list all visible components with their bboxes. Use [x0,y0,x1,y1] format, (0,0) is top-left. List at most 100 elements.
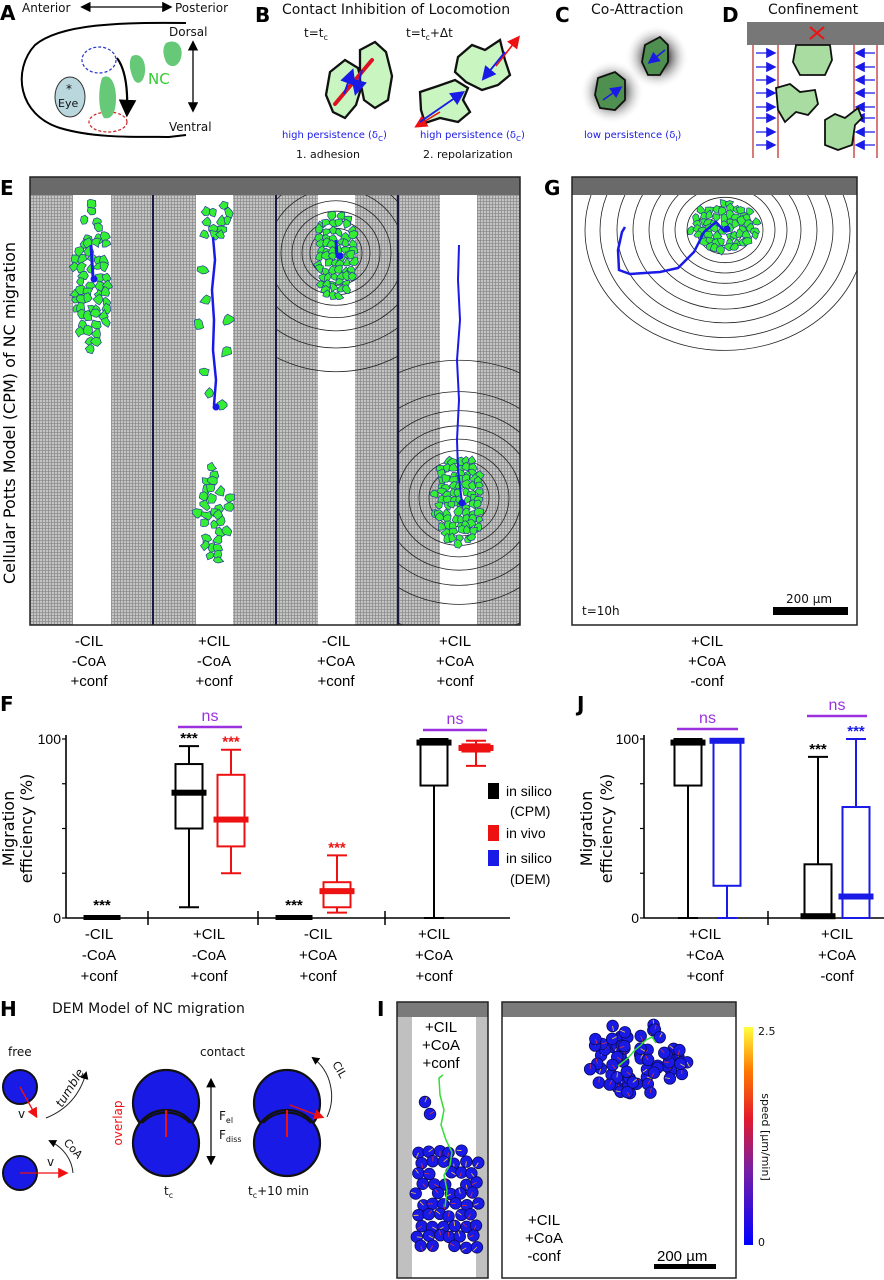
cpm-cell [90,319,102,330]
dem-cell [448,1219,461,1233]
cpm-cell [466,533,476,542]
migration-arrow [116,57,137,118]
iqr-box [803,863,833,919]
category-label: +CIL [418,926,450,943]
cpm-cell [705,209,714,220]
category-label: +CIL [821,926,853,943]
cpm-cell [334,218,343,228]
dem-cell [592,1076,606,1089]
dem-cell [453,1230,466,1243]
cpm-cell [475,481,484,489]
nc-label: NC [148,70,170,88]
cpm-cell [200,518,210,528]
median-line [275,915,313,920]
legend-label: in silico [506,783,552,799]
dem-cell [644,1086,657,1099]
panel-label-a: A [0,1,16,25]
cpm-cell [453,539,463,549]
cpm-cell [473,499,482,509]
dem-cell [418,1095,432,1109]
category-label: -conf [820,968,854,985]
significance-stars: *** [93,897,111,914]
cpm-cell [348,271,357,282]
cell [358,40,394,110]
colorbar-min-label: 0 [758,1236,765,1249]
dem-cell [467,1229,480,1242]
panel-i: I +CIL +CoA +conf +CIL +CoA -conf 200 µm… [377,997,776,1279]
condition-label: -CoA [72,653,106,670]
cpm-cell [742,237,753,246]
panel-g-frame [571,176,858,626]
cpm-cell [223,501,235,512]
center-of-mass-marker [336,252,344,260]
category-label: -CIL [304,926,332,943]
category-label: +CoA [818,947,856,964]
contour-line [674,195,776,274]
dem-cell [422,1208,435,1221]
cpm-cell [82,309,92,322]
cpm-cell [209,229,220,241]
cpm-cell [200,539,210,552]
contour-line [280,200,392,306]
significance-stars: *** [809,741,827,758]
high-persistence-label: high persistence (δC) [282,130,387,143]
cpm-cell [343,218,351,229]
dem-cell [634,1042,647,1055]
speed-colorbar [744,1027,753,1245]
cpm-cell [712,213,721,222]
condition-label: +CoA [688,653,726,670]
cpm-cell [348,230,359,240]
anterior-label: Anterior [22,1,71,15]
dem-cell [412,1146,425,1160]
cpm-cell [321,218,331,227]
cpm-cell [200,510,212,521]
comparison-label: ns [829,697,846,714]
contour-line [662,195,788,284]
condition-label: +CoA [422,1037,460,1054]
elastic-force-label: Fel [219,1109,233,1125]
dem-cell [634,1029,647,1043]
cpm-cell [341,284,351,294]
condition-label: +CIL [691,633,723,650]
category-label: +conf [686,968,724,985]
panel-g: G t=10h 200 µm +CIL +CoA -conf [544,176,858,690]
center-of-mass-trajectory [210,236,218,406]
dem-cell [472,1156,485,1169]
dem-cell [460,1241,473,1255]
cpm-cell [214,484,226,497]
eye-label: Eye [58,97,78,110]
cpm-cell [348,256,359,266]
contour-line [599,195,851,338]
condition-label: -CIL [322,633,350,650]
cpm-cell [86,206,97,216]
cpm-cell [223,215,232,226]
panel-d: D Confinement [722,2,884,158]
cpm-cell [101,286,110,297]
cpm-cell [435,512,446,522]
condition-label: +CoA [317,653,355,670]
cpm-cell [201,216,212,227]
confinement-title: Confinement [768,2,859,18]
scale-bar-label: 200 µm [786,592,832,606]
category-label: +CIL [689,926,721,943]
cpm-cell [466,518,477,529]
repolarization-arrow [495,35,520,67]
cpm-axis-label: Cellular Potts Model (CPM) of NC migrati… [0,242,19,584]
free-label: free [8,1045,32,1059]
box-plot [83,915,121,920]
time-tc-label: t=tc [304,26,328,42]
cpm-cell [448,532,458,542]
dem-cell [426,1239,439,1252]
dem-cell [412,1208,425,1222]
legend-swatch [488,783,499,799]
cpm-cell [327,210,337,221]
median-line [416,739,452,746]
dem-cell [423,1107,437,1121]
cpm-cell [90,336,102,347]
category-label: -CoA [192,947,226,964]
posterior-label: Posterior [175,1,228,15]
cpm-cell [434,501,443,510]
center-of-mass-marker [212,403,220,411]
time-tc-dt-label: t=tc+Δt [406,26,453,42]
